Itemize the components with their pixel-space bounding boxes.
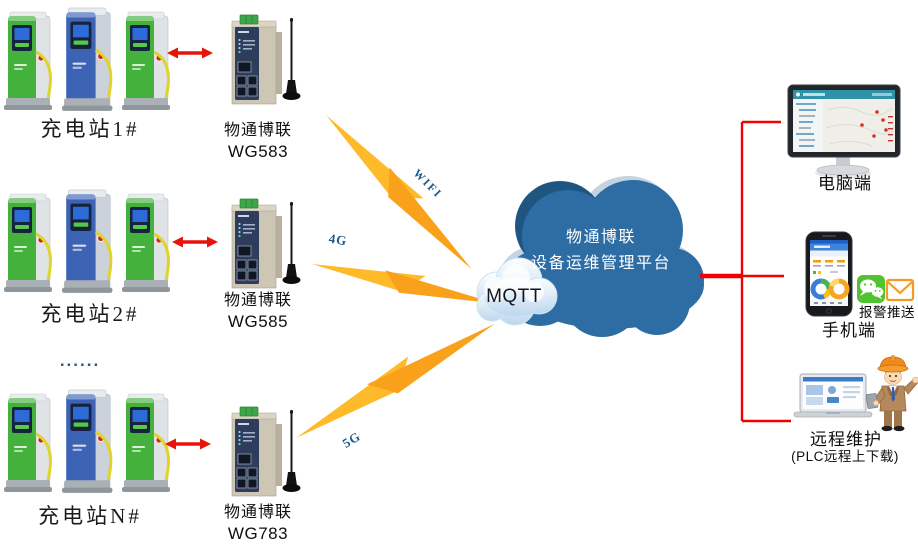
wechat-icon [857, 275, 885, 303]
gateway2-model-label: WG585 [227, 312, 289, 331]
smartphone [805, 231, 853, 317]
gateway-wg783 [231, 406, 301, 497]
cloud-client-links [700, 120, 791, 423]
station1-label: 充电站1# [40, 117, 140, 141]
station3-gateway-arrow [163, 436, 213, 452]
mobile-client-label: 手机端 [822, 321, 876, 340]
station1-gateway-arrow [165, 45, 215, 61]
wifi-lightning-bolt [316, 107, 483, 275]
station2-gateway-arrow [170, 234, 220, 250]
pc-client-label: 电脑端 [818, 174, 872, 193]
gateway-wg583 [231, 14, 301, 105]
remote-maintenance-label: 远程维护 [810, 430, 882, 449]
more-stations-ellipsis: ...... [59, 351, 101, 370]
4g-lightning-bolt [309, 255, 500, 311]
mail-icon [885, 278, 915, 302]
alarm-push-label: 报警推送 [859, 305, 915, 320]
laptop [793, 373, 873, 418]
cloud-platform-line2: 设备运维管理平台 [530, 255, 671, 272]
gateway3-brand-label: 物通博联 [223, 504, 292, 521]
gateway2-brand-label: 物通博联 [223, 292, 292, 309]
charging-station-group-3 [4, 390, 170, 493]
5g-lightning-bolt [290, 309, 500, 451]
mqtt-cloud [476, 257, 558, 326]
worker-figure [865, 355, 918, 432]
charging-station-group-1 [4, 8, 170, 111]
remote-maintenance-sub-label: (PLC远程上下载) [791, 449, 899, 464]
gateway1-model-label: WG583 [227, 142, 289, 161]
gateway-wg585 [231, 198, 301, 289]
gateway3-model-label: WG783 [227, 524, 289, 543]
pc-monitor [787, 84, 901, 178]
station2-label: 充电站2# [40, 302, 140, 326]
mqtt-label: MQTT [486, 286, 542, 307]
gateway1-brand-label: 物通博联 [223, 122, 292, 139]
charging-station-group-2 [4, 190, 170, 293]
cloud-platform-line1: 物通博联 [565, 229, 636, 246]
station3-label: 充电站N# [38, 504, 142, 528]
